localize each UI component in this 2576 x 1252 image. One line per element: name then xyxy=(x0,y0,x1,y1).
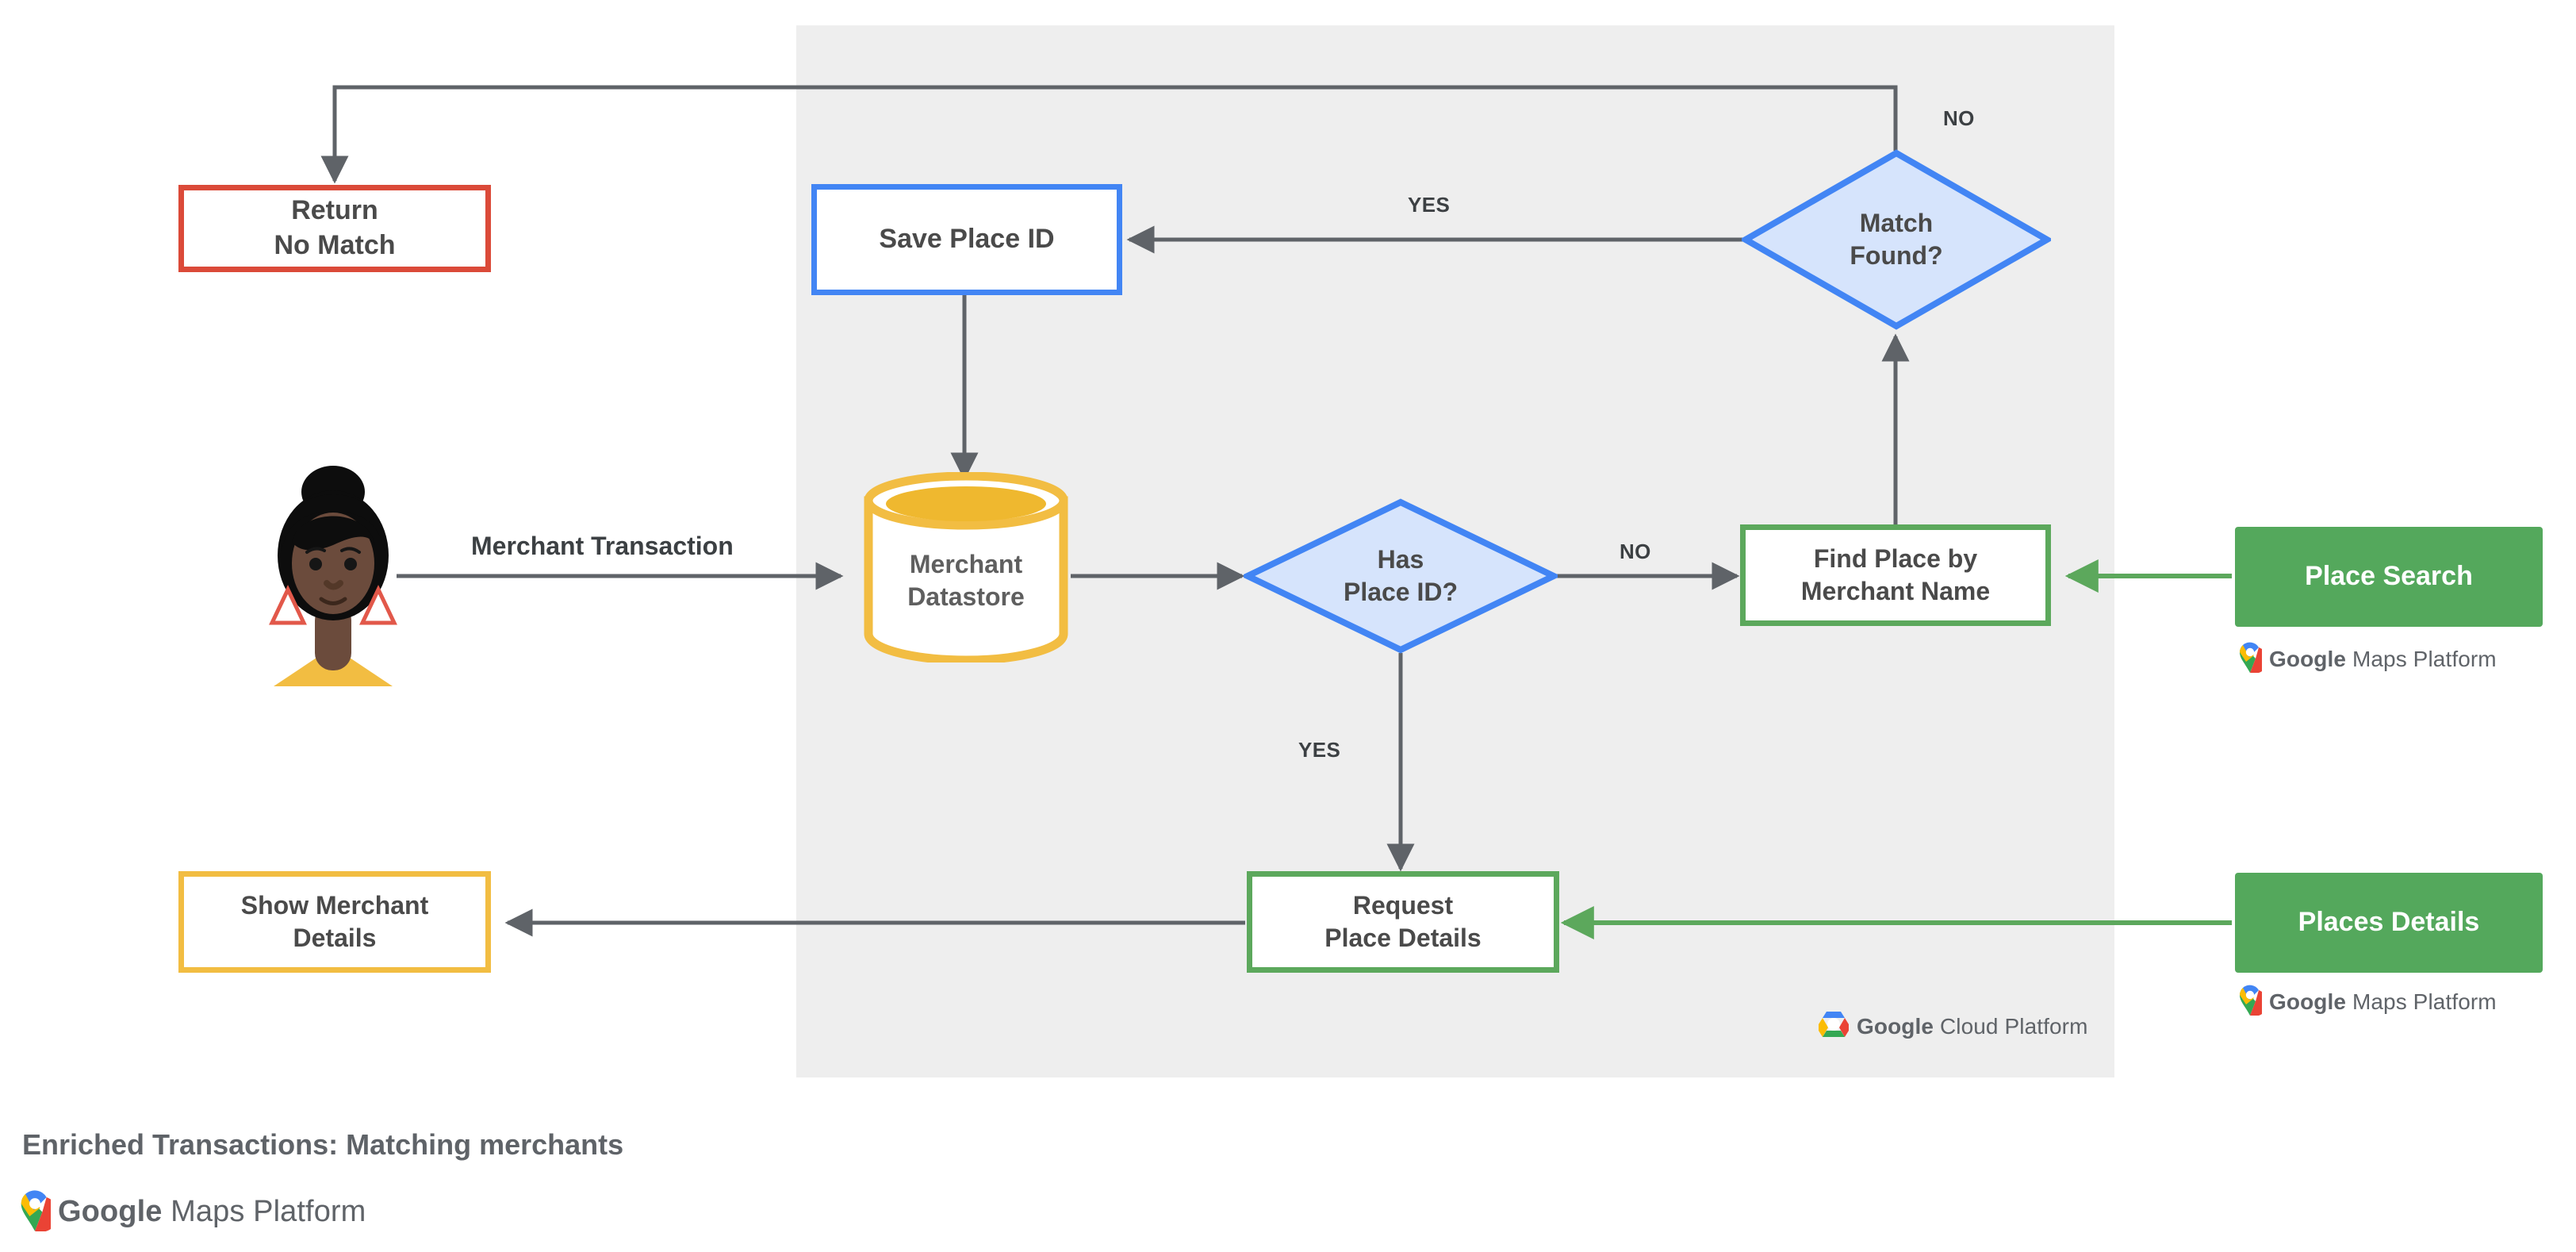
merchant-datastore-line1: Merchant xyxy=(909,550,1023,579)
node-has-place-id[interactable]: Has Place ID? xyxy=(1244,498,1558,654)
node-save-place-id[interactable]: Save Place ID xyxy=(811,184,1122,295)
cloud-hexagon-icon xyxy=(1818,1009,1850,1043)
match-found-shape xyxy=(1742,149,2051,330)
save-place-id-label: Save Place ID xyxy=(879,224,1055,255)
maps-pin-icon xyxy=(19,1189,59,1235)
edge-label-no-match-found: NO xyxy=(1943,106,1975,130)
show-merchant-details-line1: Show Merchant xyxy=(240,891,429,920)
maps-platform-wordmark: Google Maps Platform xyxy=(58,1195,366,1229)
request-place-details-line2: Place Details xyxy=(1324,924,1482,952)
maps-brand-product: Maps Platform xyxy=(171,1195,366,1228)
cloud-brand-product: Cloud Platform xyxy=(1939,1013,2088,1039)
maps-brand-google: Google xyxy=(2269,989,2347,1014)
edge-label-yes-has-place-id: YES xyxy=(1298,738,1341,762)
node-return-no-match[interactable]: Return No Match xyxy=(178,185,491,272)
merchant-datastore-label: Merchant Datastore xyxy=(861,472,1071,662)
request-place-details-line1: Request xyxy=(1352,891,1454,920)
edge-label-merchant-transaction: Merchant Transaction xyxy=(471,532,734,560)
page-title: Enriched Transactions: Matching merchant… xyxy=(22,1128,624,1161)
customer-avatar xyxy=(258,456,408,686)
node-places-details[interactable]: Places Details xyxy=(2235,873,2543,973)
has-place-id-line1: Has xyxy=(1377,545,1424,574)
node-merchant-datastore[interactable]: Merchant Datastore xyxy=(861,472,1071,662)
node-place-search[interactable]: Place Search xyxy=(2235,527,2543,627)
maps-pin-icon xyxy=(2238,984,2268,1020)
maps-brand-google: Google xyxy=(2269,646,2347,671)
cloud-platform-wordmark: Google Cloud Platform xyxy=(1857,1014,2088,1039)
brand-maps-platform-place-search: Google Maps Platform xyxy=(2238,641,2497,677)
cloud-brand-google: Google xyxy=(1857,1013,1934,1039)
show-merchant-details-line2: Details xyxy=(293,924,377,952)
place-search-label: Place Search xyxy=(2305,561,2473,592)
node-request-place-details[interactable]: Request Place Details xyxy=(1247,871,1559,973)
match-found-line1: Match xyxy=(1859,209,1934,238)
brand-maps-platform-footer: Google Maps Platform xyxy=(19,1189,366,1235)
brand-maps-platform-places-details: Google Maps Platform xyxy=(2238,984,2497,1020)
return-no-match-line2: No Match xyxy=(274,230,396,260)
edge-label-yes-match-found: YES xyxy=(1408,193,1451,217)
return-no-match-line1: Return xyxy=(291,195,378,226)
merchant-datastore-line2: Datastore xyxy=(907,582,1025,611)
node-show-merchant-details[interactable]: Show Merchant Details xyxy=(178,871,491,973)
brand-cloud-platform: Google Cloud Platform xyxy=(1818,1009,2088,1043)
maps-platform-wordmark: Google Maps Platform xyxy=(2269,989,2497,1015)
has-place-id-shape xyxy=(1244,498,1558,654)
node-find-place-by-merchant-name[interactable]: Find Place by Merchant Name xyxy=(1740,524,2051,626)
maps-pin-icon xyxy=(2238,641,2268,677)
maps-platform-wordmark: Google Maps Platform xyxy=(2269,647,2497,672)
maps-brand-product: Maps Platform xyxy=(2352,989,2497,1014)
maps-brand-product: Maps Platform xyxy=(2352,646,2497,671)
edge-label-no-has-place-id: NO xyxy=(1620,540,1651,563)
node-match-found[interactable]: Match Found? xyxy=(1742,149,2051,330)
maps-brand-google: Google xyxy=(58,1195,163,1228)
places-details-label: Places Details xyxy=(2298,907,2480,938)
find-place-line2: Merchant Name xyxy=(1800,577,1991,605)
find-place-line1: Find Place by xyxy=(1813,544,1978,574)
match-found-line2: Found? xyxy=(1850,241,1943,270)
has-place-id-line2: Place ID? xyxy=(1343,578,1459,606)
